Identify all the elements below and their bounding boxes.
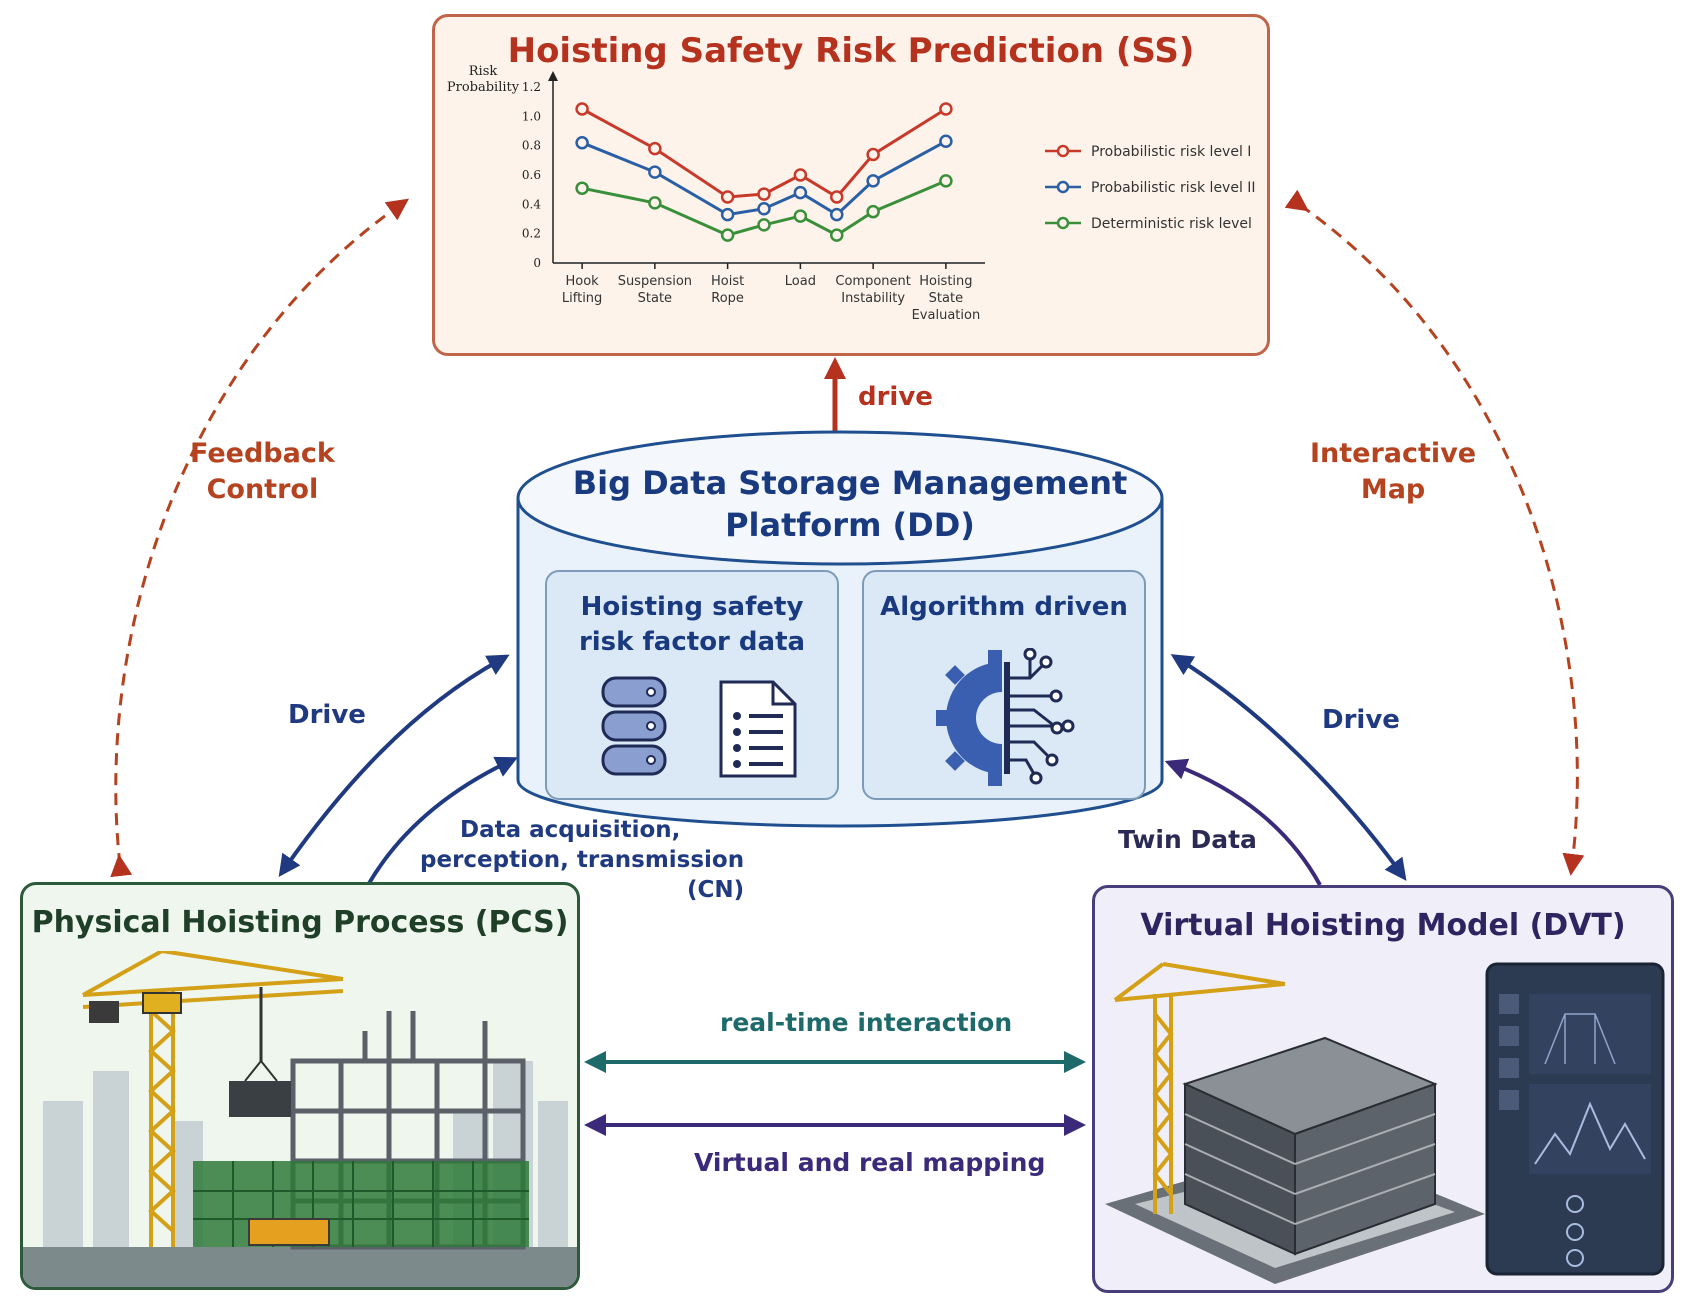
legend-label-3: Deterministic risk level	[1091, 216, 1252, 232]
legend-marker-2	[1056, 180, 1070, 194]
x-tick-label: State	[929, 291, 963, 306]
series-1-point	[793, 168, 808, 182]
legend-marker-3	[1056, 216, 1070, 230]
series-1-point	[575, 102, 589, 116]
digital-twin-illustration	[1105, 962, 1665, 1284]
legend-label-2: Probabilistic risk level II	[1091, 180, 1256, 196]
database-icon	[601, 676, 667, 776]
document-list-icon	[719, 680, 797, 778]
ss-panel: Hoisting Safety Risk Prediction (SS) Ris…	[432, 14, 1270, 356]
dd-title: Big Data Storage Management Platform (DD…	[560, 462, 1140, 546]
x-tick-label: Instability	[841, 291, 905, 306]
legend-label-1: Probabilistic risk level I	[1091, 144, 1251, 160]
series-2-point	[757, 201, 771, 216]
cn-line-1: Data acquisition,	[460, 817, 681, 843]
x-tick-label: Load	[785, 274, 816, 289]
y-tick-label: 0.4	[522, 197, 541, 211]
cn-line-2: perception, transmission	[420, 847, 745, 873]
series-1-point	[830, 190, 844, 204]
series-2-point	[866, 174, 880, 188]
construction-site-illustration	[23, 951, 577, 1287]
pcs-panel: Physical Hoisting Process (PCS)	[20, 882, 580, 1290]
drive-top-label: drive	[858, 382, 933, 412]
interactive-map-label: Interactive Map	[1310, 436, 1476, 508]
series-3-point	[793, 209, 808, 223]
drive-left-arrow	[278, 654, 510, 877]
series-2-point	[648, 165, 662, 179]
y-tick-label: 0	[533, 256, 541, 270]
ss-title: Hoisting Safety Risk Prediction (SS)	[507, 31, 1195, 71]
interactive-line-1: Interactive	[1310, 438, 1477, 469]
dvt-panel: Virtual Hoisting Model (DVT)	[1092, 885, 1674, 1293]
twin-data-arrow	[1164, 758, 1322, 886]
y-axis-label-line-1: Risk	[469, 64, 498, 79]
virtual-real-mapping-label: Virtual and real mapping	[694, 1148, 1046, 1177]
series-2-point	[939, 134, 953, 149]
series-3-point	[939, 174, 953, 188]
x-tick-label: Component	[835, 274, 910, 289]
risk-factor-line-2: risk factor data	[578, 627, 806, 657]
feedback-control-label: Feedback Control	[190, 436, 335, 508]
drive-right-arrow	[1170, 654, 1407, 881]
data-acquisition-arrow	[366, 756, 518, 887]
series-2-point	[793, 185, 808, 200]
x-tick-label: Rope	[711, 291, 744, 306]
series-2-point	[830, 207, 844, 222]
x-tick-label: Hoisting	[919, 274, 972, 289]
y-tick-label: 0.6	[522, 168, 541, 182]
feedback-line-2: Control	[206, 474, 319, 505]
x-tick-label: Hook	[565, 274, 599, 289]
x-tick-label: State	[638, 291, 672, 306]
algorithm-driven-title: Algorithm driven	[880, 592, 1128, 622]
y-tick-label: 1.2	[522, 80, 541, 94]
series-2-point	[575, 135, 589, 150]
x-tick-label: Suspension	[618, 274, 692, 289]
x-tick-label: Hoist	[711, 274, 744, 289]
risk-factor-title: Hoisting safety risk factor data	[547, 590, 837, 660]
series-line-2	[581, 139, 947, 217]
series-3-point	[720, 228, 735, 242]
dd-title-line-2: Platform (DD)	[725, 506, 975, 544]
interactive-line-2: Map	[1360, 474, 1426, 505]
dd-title-line-1: Big Data Storage Management	[572, 464, 1128, 502]
feedback-control-arrow	[110, 198, 409, 878]
feedback-line-1: Feedback	[190, 438, 335, 469]
series-3-point	[830, 228, 844, 242]
y-tick-label: 0.2	[522, 227, 541, 241]
x-tick-label: Evaluation	[912, 308, 981, 323]
algorithm-driven-box: Algorithm driven	[862, 570, 1146, 800]
legend-marker-1	[1056, 144, 1070, 158]
series-2-point	[720, 207, 735, 222]
series-1-point	[939, 102, 953, 116]
y-axis-label-line-2: Probability	[447, 80, 520, 95]
series-line-3	[581, 179, 947, 237]
y-axis-arrowhead	[548, 71, 558, 81]
series-3-point	[575, 181, 589, 195]
series-1-point	[757, 187, 771, 201]
series-1-point	[720, 190, 735, 204]
drive-right-label: Drive	[1322, 705, 1400, 735]
cn-label: Data acquisition, perception, transmissi…	[420, 815, 744, 905]
dvt-title: Virtual Hoisting Model (DVT)	[1140, 908, 1626, 943]
x-tick-label: Lifting	[562, 291, 602, 306]
series-1-point	[866, 147, 880, 162]
series-1-point	[648, 141, 662, 156]
series-line-1	[581, 107, 947, 199]
y-tick-label: 1.0	[522, 109, 541, 123]
pcs-title: Physical Hoisting Process (PCS)	[31, 905, 569, 940]
cn-line-3: (CN)	[686, 877, 745, 903]
risk-factor-line-1: Hoisting safety	[580, 592, 804, 622]
gear-brain-circuit-icon	[936, 648, 1075, 786]
drive-left-label: Drive	[288, 700, 366, 730]
series-3-point	[866, 204, 880, 219]
series-3-point	[757, 218, 771, 232]
risk-factor-data-box: Hoisting safety risk factor data	[545, 570, 839, 800]
series-3-point	[648, 196, 662, 210]
realtime-interaction-label: real-time interaction	[720, 1008, 1013, 1037]
twin-data-label: Twin Data	[1118, 825, 1257, 854]
y-tick-label: 0.8	[522, 139, 541, 153]
interactive-map-arrow	[1284, 189, 1585, 876]
